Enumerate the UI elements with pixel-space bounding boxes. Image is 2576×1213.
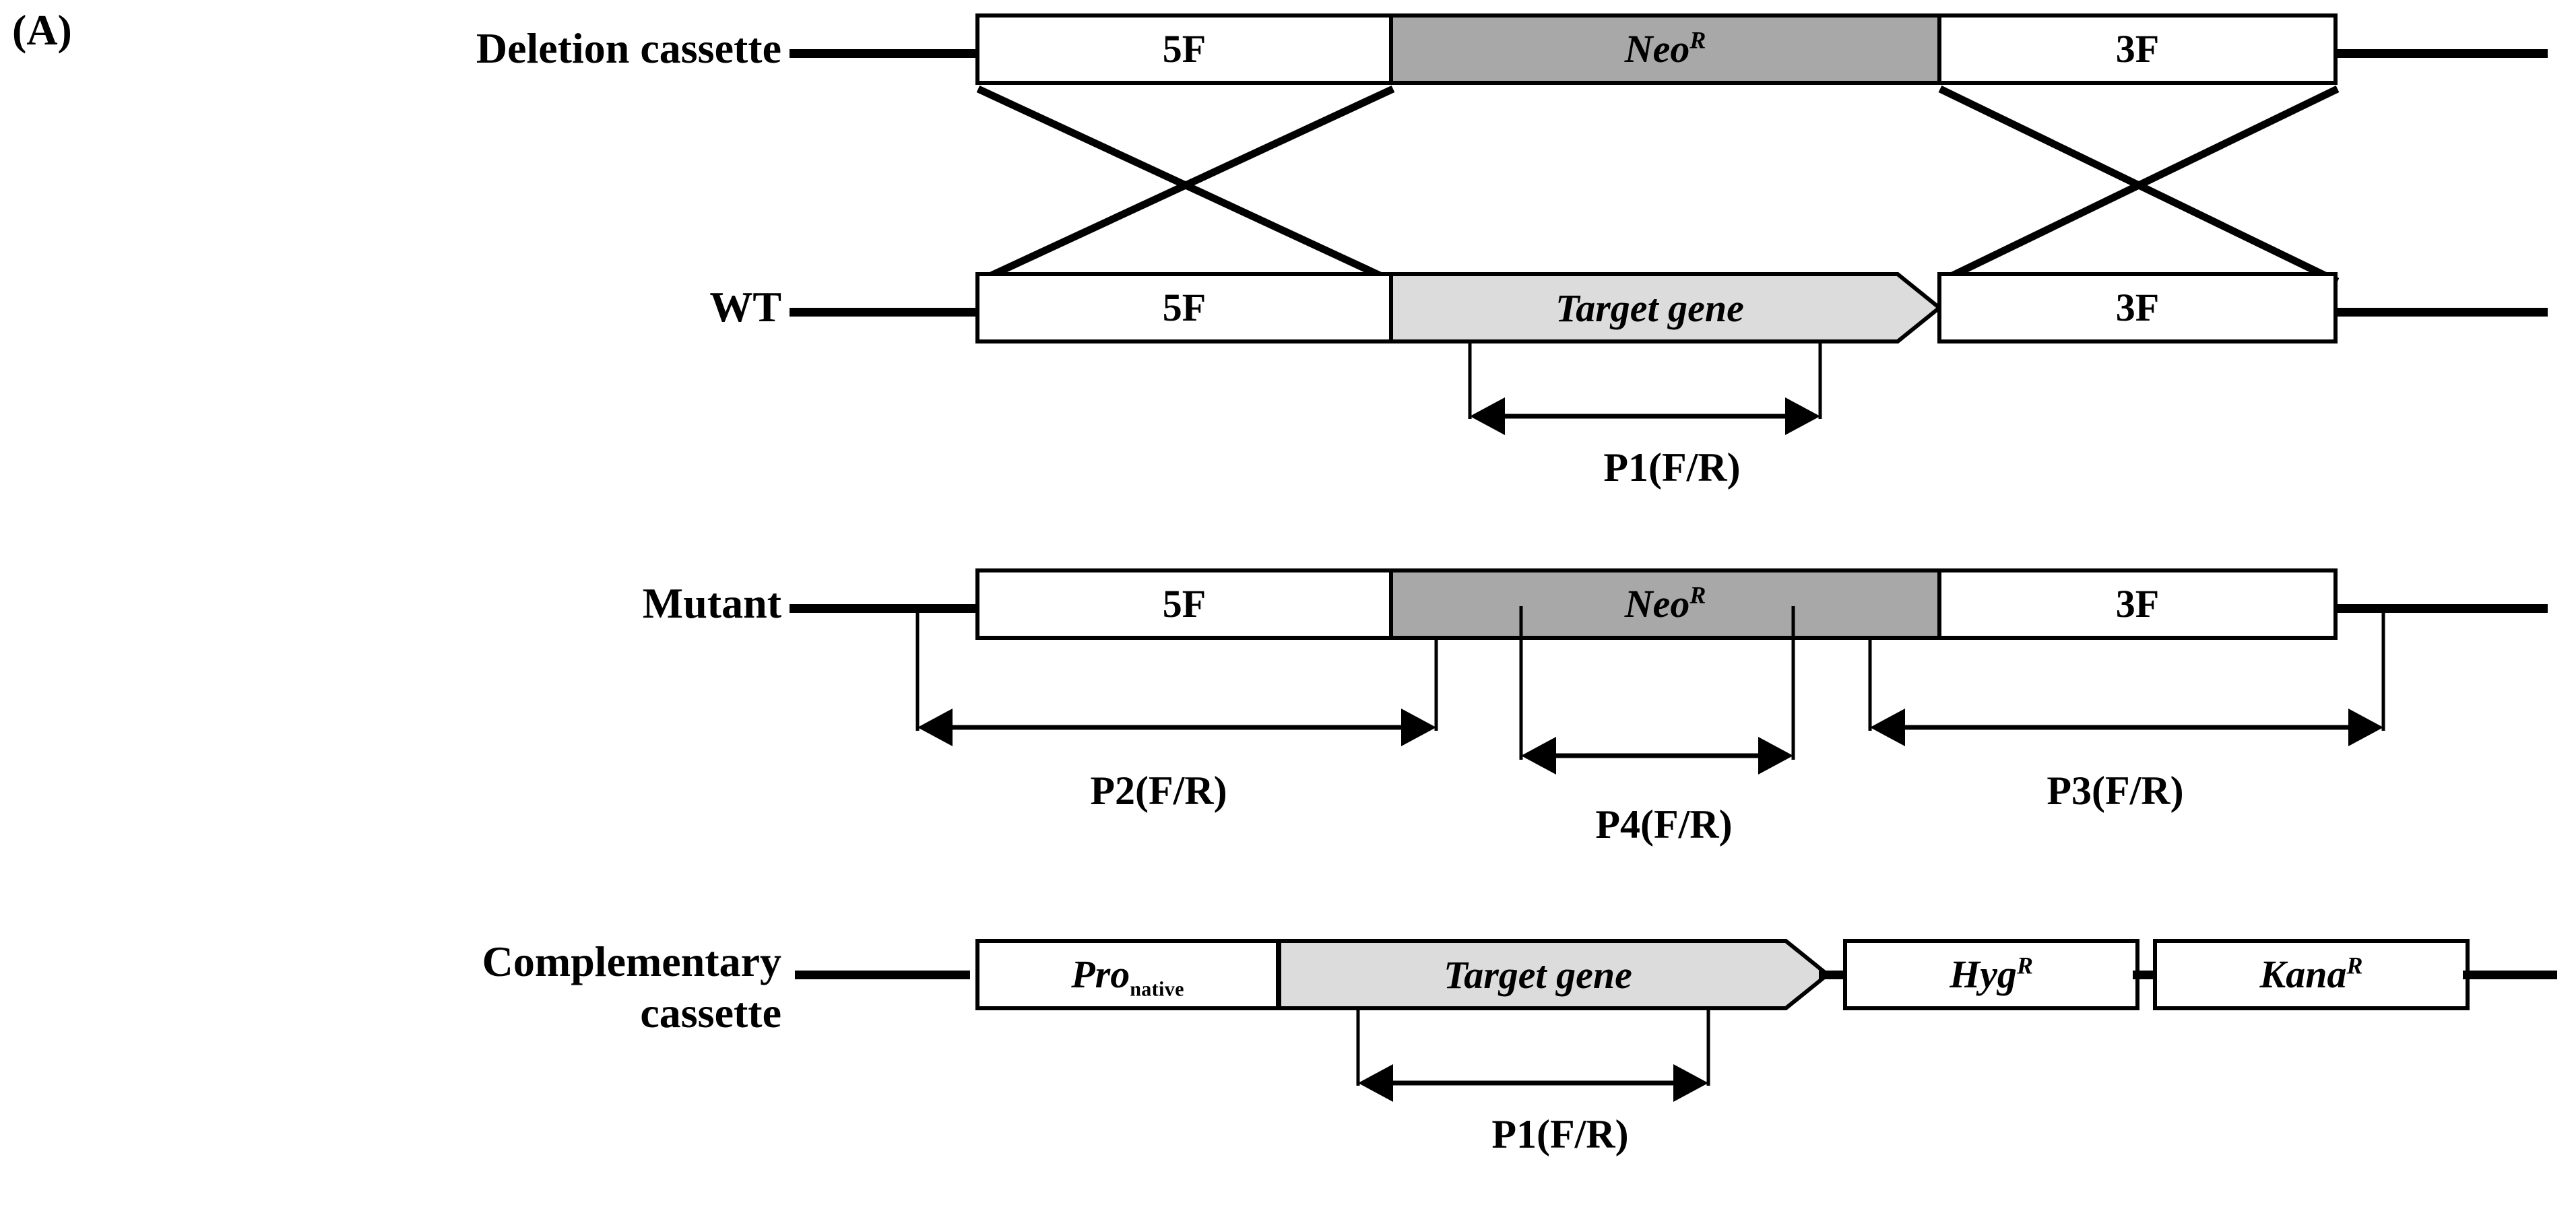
row-label-mutant: Mutant <box>642 579 781 627</box>
primer-label-complementary-p1: P1(F/R) <box>1491 1112 1629 1156</box>
segment-label: 3F <box>2115 582 2160 626</box>
segment-mutant-neo: NeoR <box>1389 568 1941 640</box>
segment-complementary-promoter: Pronative <box>975 939 1280 1010</box>
flank-line-far-right-complementary <box>2463 971 2557 979</box>
segment-wt-5f: 5F <box>975 272 1393 343</box>
row-label-deletion-cassette: Deletion cassette <box>476 24 781 72</box>
primer-label-wt-p1: P1(F/R) <box>1603 445 1741 490</box>
segment-label: 3F <box>2115 27 2160 71</box>
crossover-left-icon <box>975 85 1396 286</box>
segment-label: Target gene <box>1555 286 1744 330</box>
flank-line-left-deletion <box>790 49 981 58</box>
segment-label: 5F <box>1162 27 1206 71</box>
flank-line-left-complementary <box>795 971 970 979</box>
flank-line-right-wt <box>2332 308 2548 317</box>
primer-bracket-mutant-p3 <box>1832 606 2425 754</box>
segment-complementary-hyg: HygR <box>1843 939 2139 1010</box>
segment-deletion-3f: 3F <box>1937 13 2338 85</box>
segment-wt-3f: 3F <box>1937 272 2338 343</box>
primer-bracket-wt-p1 <box>1389 343 1955 445</box>
crossover-right-icon <box>1937 85 2340 286</box>
flank-line-right-mutant <box>2332 604 2548 613</box>
panel-letter: (A) <box>12 6 72 54</box>
segment-mutant-3f: 3F <box>1937 568 2338 640</box>
row-label-line1: Complementary <box>482 938 781 985</box>
flank-line-left-mutant <box>790 604 981 613</box>
segment-deletion-neo: NeoR <box>1389 13 1941 85</box>
segment-label: 3F <box>2115 286 2160 329</box>
primer-bracket-mutant-p2 <box>876 606 1495 754</box>
segment-label: Target gene <box>1444 952 1632 997</box>
segment-label: 5F <box>1162 286 1206 329</box>
segment-complementary-target-gene: Target gene <box>1277 939 1830 1010</box>
segment-wt-target-gene: Target gene <box>1389 272 1941 343</box>
row-label-complementary-cassette: Complementary cassette <box>121 936 781 1038</box>
primer-label-mutant-p4: P4(F/R) <box>1595 802 1733 847</box>
row-label-wt: WT <box>709 283 781 331</box>
segment-label: KanaR <box>2259 952 2363 996</box>
primer-label-mutant-p2: P2(F/R) <box>1090 768 1227 813</box>
flank-line-left-wt <box>790 308 981 317</box>
segment-label: HygR <box>1950 952 2033 996</box>
segment-deletion-5f: 5F <box>975 13 1393 85</box>
segment-complementary-kana: KanaR <box>2153 939 2470 1010</box>
segment-label: NeoR <box>1624 26 1706 71</box>
primer-label-mutant-p3: P3(F/R) <box>2047 768 2184 813</box>
segment-label: 5F <box>1162 582 1206 626</box>
segment-label: Pronative <box>1071 952 1184 1001</box>
primer-bracket-complementary-p1 <box>1277 1010 1843 1111</box>
primer-bracket-mutant-p4 <box>1475 606 1853 781</box>
flank-line-right-deletion <box>2332 49 2548 58</box>
segment-label: NeoR <box>1624 581 1706 626</box>
row-label-line2: cassette <box>640 988 781 1037</box>
